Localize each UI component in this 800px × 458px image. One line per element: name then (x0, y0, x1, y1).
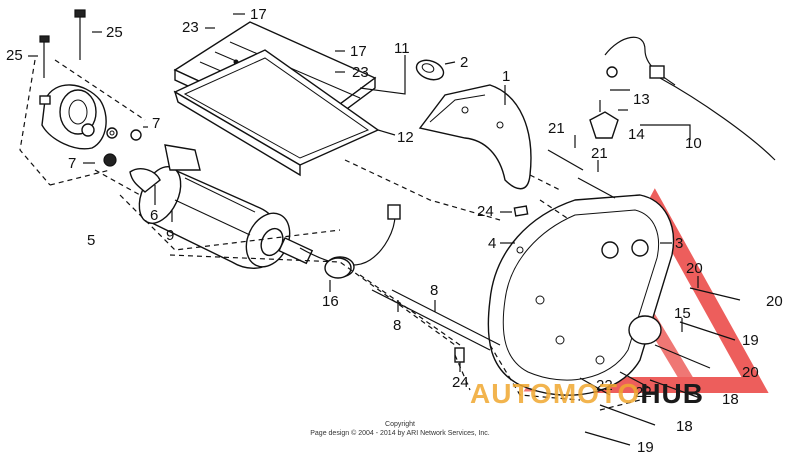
brand-word-auto: AUTO (470, 378, 553, 409)
callout-18-a: 18 (722, 391, 739, 408)
dowel-24-b (454, 347, 465, 363)
callout-10: 10 (685, 135, 702, 152)
callout-23-a: 23 (182, 19, 199, 36)
bracket-5 (39, 84, 142, 167)
bolt-18-a (649, 379, 701, 399)
callout-12: 12 (397, 129, 414, 146)
callout-13: 13 (633, 91, 650, 108)
bolt-22-a (579, 377, 611, 396)
switch-14 (589, 100, 619, 139)
callout-1: 1 (502, 68, 510, 85)
callout-25-a: 25 (106, 24, 123, 41)
callout-21-b: 21 (591, 145, 608, 162)
bolt-19-b (584, 431, 631, 446)
callout-16: 16 (322, 293, 339, 310)
o-ring-16 (324, 257, 352, 279)
callout-24-b: 24 (452, 374, 469, 391)
callouts: 1 2 3 4 5 6 7 7 8 8 9 10 11 12 13 14 15 … (6, 6, 783, 456)
brand-watermark: AUTOMOTOHUB (470, 378, 800, 418)
callout-20-a: 20 (686, 260, 703, 277)
callout-15: 15 (674, 305, 691, 322)
callout-11: 11 (394, 40, 410, 57)
callout-21-a: 21 (548, 120, 565, 137)
leader-dashes (19, 59, 641, 411)
leader-lines (28, 13, 699, 372)
callout-17-a: 17 (250, 6, 267, 23)
callout-24-a: 24 (477, 203, 494, 220)
bolt-20-a (689, 287, 741, 301)
callout-5: 5 (87, 232, 95, 249)
callout-6: 6 (150, 207, 158, 224)
bolt-22-b (619, 371, 651, 389)
through-bolt-8-b (391, 289, 501, 346)
cover-1 (418, 84, 532, 190)
grommet-2 (415, 59, 445, 81)
crankcase-cover-3 (487, 194, 675, 396)
brand-word-hub: HUB (640, 378, 704, 409)
through-bolt-8-a (371, 289, 491, 351)
bolt-21-a (547, 149, 584, 171)
callout-3: 3 (675, 235, 683, 252)
callout-20-b: 20 (766, 293, 783, 310)
callout-23-b: 23 (352, 64, 369, 81)
callout-4: 4 (488, 235, 496, 252)
bolt-19-a (679, 321, 736, 341)
callout-19-a: 19 (742, 332, 759, 349)
brand-word-moto: MOTO (552, 378, 641, 409)
callout-25-b: 25 (6, 47, 23, 64)
callout-20-c: 20 (742, 364, 759, 381)
bolt-25-a (74, 9, 86, 60)
battery-tray-12 (173, 49, 380, 177)
callout-17-b: 17 (350, 43, 367, 60)
copyright-line-2: Page design © 2004 - 2014 by ARI Network… (310, 430, 490, 437)
callout-18-b: 18 (676, 418, 693, 435)
dowel-24-a (513, 205, 529, 217)
bolt-21-b (577, 177, 616, 199)
bolt-25-b (39, 35, 50, 78)
copyright-line-1: Copyright (385, 421, 415, 428)
bolt-20-b (654, 344, 711, 369)
callout-14: 14 (628, 126, 645, 143)
callout-19-b: 19 (637, 439, 654, 456)
bolt-18-b (599, 404, 656, 426)
callout-9: 9 (166, 227, 174, 244)
callout-22-b: 22 (635, 384, 652, 401)
callout-22-a: 22 (596, 377, 613, 394)
callout-8-a: 8 (430, 282, 438, 299)
cable-10 (604, 36, 776, 161)
callout-2: 2 (460, 54, 468, 71)
callout-7-b: 7 (68, 155, 76, 172)
callout-8-b: 8 (393, 317, 401, 334)
callout-7-a: 7 (152, 115, 160, 132)
starter-motor-9 (129, 144, 314, 269)
